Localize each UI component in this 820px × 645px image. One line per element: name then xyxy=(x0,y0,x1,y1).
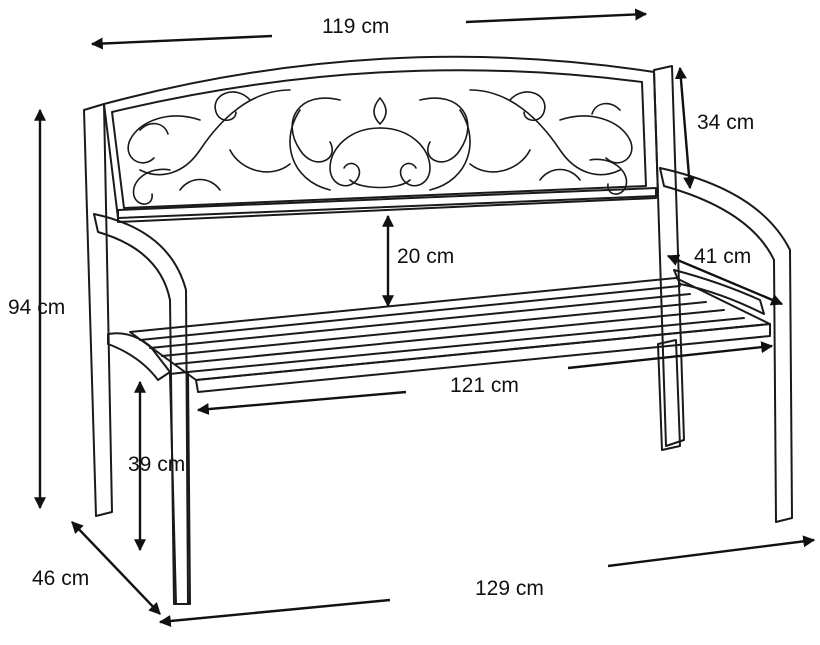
scroll-ornament xyxy=(127,89,633,205)
left-arm-front-curve xyxy=(107,332,171,381)
backrest-width-label: 119 cm xyxy=(322,15,390,38)
arrow-34 xyxy=(674,66,696,190)
total-depth-label: 46 cm xyxy=(32,567,90,590)
total-height-label: 94 cm xyxy=(8,296,66,319)
right-armrest xyxy=(659,167,793,523)
left-front-leg xyxy=(169,371,191,605)
backrest-height-label: 34 cm xyxy=(697,111,755,134)
arrow-119-left xyxy=(90,34,273,50)
seat-backrest-gap-label: 20 cm xyxy=(397,245,455,268)
seat-height-label: 39 cm xyxy=(128,453,186,476)
arrow-121-right xyxy=(567,341,774,370)
seat-width-label: 121 cm xyxy=(450,374,519,397)
left-back-post xyxy=(83,103,113,517)
seat-front-rail xyxy=(195,323,771,393)
arrow-119-right xyxy=(465,8,648,24)
arrow-129-right xyxy=(607,535,816,568)
seat-depth-label: 41 cm xyxy=(694,245,752,268)
backrest-frame xyxy=(103,55,659,219)
right-back-post xyxy=(653,65,685,447)
arrow-41 xyxy=(666,254,784,306)
total-width-label: 129 cm xyxy=(475,577,544,600)
arrow-46 xyxy=(71,521,161,615)
backrest-bottom-rail xyxy=(117,187,657,223)
arrow-129-left xyxy=(158,598,391,627)
right-front-leg xyxy=(657,339,681,451)
backrest-inner xyxy=(111,69,647,209)
seat-surface xyxy=(129,277,771,381)
arrow-121-left xyxy=(196,390,407,416)
